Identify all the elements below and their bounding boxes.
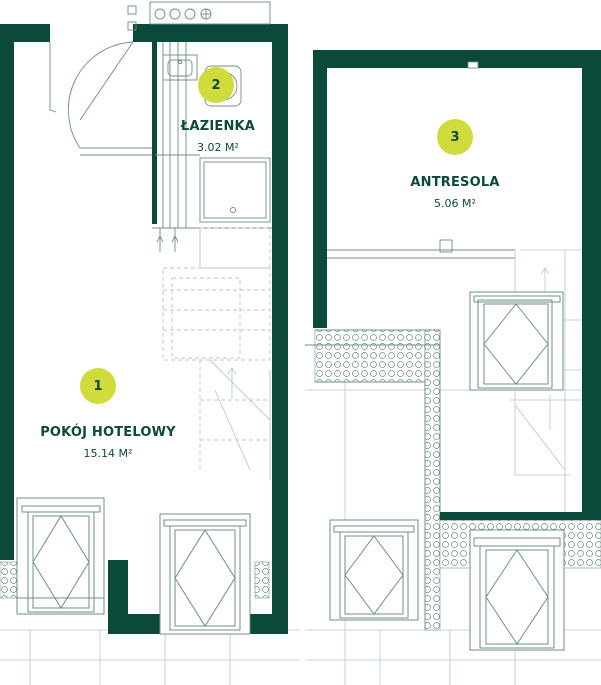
room-3-badge: 3 [437,119,473,155]
window-mezzanine-top [469,291,564,391]
stair-railing [327,239,515,259]
room-3-number: 3 [450,129,460,145]
walls-mezzanine [313,50,601,520]
walls-ground-floor [0,24,288,634]
wall-marker-top [467,61,479,69]
insulation-right [314,329,601,631]
room-1-number: 1 [93,378,103,394]
window-bottom-left [16,497,105,615]
ground-floor-plan [0,1,300,685]
window-bottom-center [159,513,251,635]
staircase-lines [199,228,271,480]
window-mezzanine-bottom-left [329,519,419,621]
room-1-area: 15.14 M² [83,447,133,460]
room-3-label: ANTRESOLA 5.06 M² [395,175,515,210]
window-mezzanine-bottom-right [469,529,565,651]
staircase-outline [162,227,271,470]
room-2-label: ŁAZIENKA 3.02 M² [168,119,268,154]
room-2-name: ŁAZIENKA [180,119,256,134]
room-2-area: 3.02 M² [197,141,239,154]
mezzanine-plan [305,50,601,685]
entrance-door [49,41,152,156]
room-1-name: POKÓJ HOTELOWY [40,425,176,440]
room-1-label: POKÓJ HOTELOWY 15.14 M² [20,425,196,460]
exterior-grid-left [0,629,300,685]
wall-fixtures-top [127,1,271,31]
room-3-area: 5.06 M² [434,197,476,210]
insulation-left-b [254,561,270,599]
room-3-name: ANTRESOLA [410,175,500,190]
room-2-number: 2 [211,77,221,93]
room-1-badge: 1 [80,368,116,404]
room-2-badge: 2 [198,67,234,103]
